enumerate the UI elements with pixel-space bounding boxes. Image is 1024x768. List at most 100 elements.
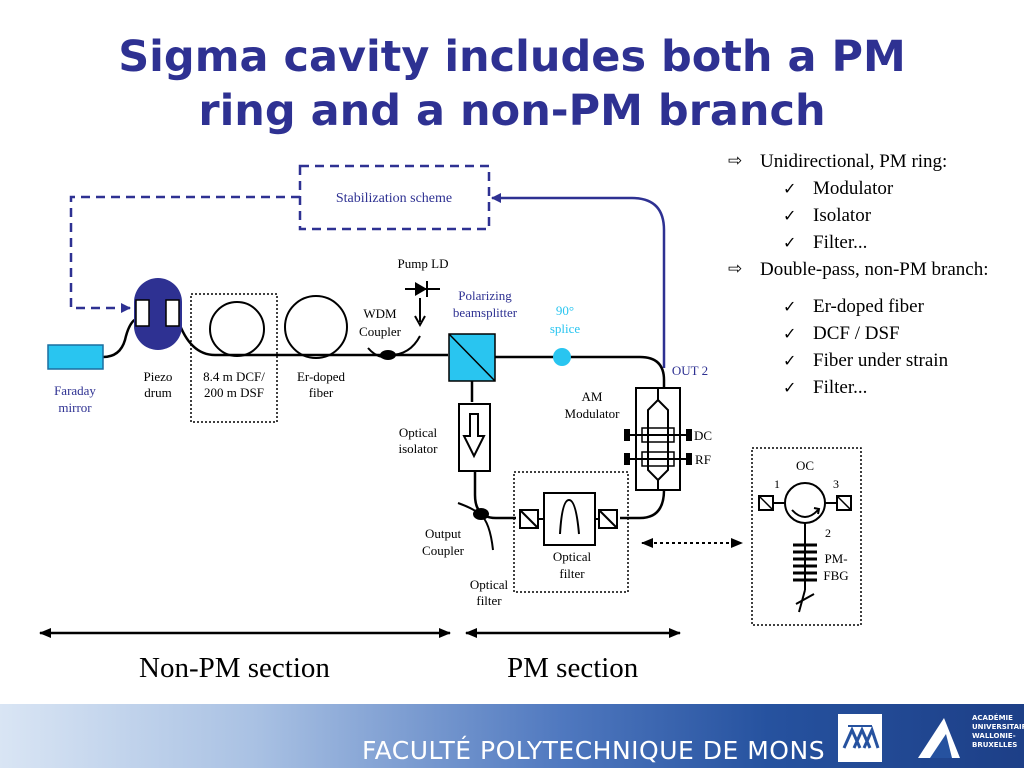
checkmark-icon: ✓ (783, 206, 797, 225)
fiber-pm-right (620, 489, 666, 520)
sub-bullet-strain: ✓Fiber under strain (728, 347, 1018, 374)
isolator-label-1: Optical (399, 425, 438, 440)
dc-connector-right (686, 429, 692, 441)
dcf-label-2: 200 m DSF (204, 385, 264, 400)
checkmark-icon: ✓ (783, 179, 797, 198)
fiber-pm-top (495, 355, 666, 460)
oc-port3-label: 3 (833, 477, 839, 491)
wdm-label-2: Coupler (359, 324, 402, 339)
piezo-drum-label-2: drum (144, 385, 171, 400)
output-coupler (473, 508, 489, 520)
filter-inner-label-1: Optical (553, 549, 592, 564)
circulator-fbg-box (751, 447, 862, 626)
piezo-connector-right (165, 299, 180, 327)
optical-filter-box (513, 471, 629, 593)
dcf-dsf-box (190, 293, 278, 423)
academie-text: ACADÉMIE UNIVERSITAIRE WALLONIE- BRUXELL… (972, 714, 1024, 749)
am-modulator (635, 387, 681, 491)
dc-label: DC (694, 428, 712, 443)
rf-connector-right (686, 453, 692, 465)
circulator-direction-icon (791, 509, 819, 518)
pbs-label-2: beamsplitter (453, 305, 518, 320)
er-doped-fiber-coil (284, 295, 348, 359)
pm-fbg-label-1: PM- (824, 551, 847, 566)
fbg-termination-icon (795, 593, 815, 605)
sub-bullet-isolator: ✓Isolator (728, 202, 1018, 229)
non-pm-section-label: Non-PM section (139, 652, 330, 684)
piezo-drum-label-1: Piezo (144, 369, 173, 384)
sub-bullet-dcf-dsf: ✓DCF / DSF (728, 320, 1018, 347)
bullet-list: ⇨ Unidirectional, PM ring: ✓Modulator ✓I… (728, 148, 1018, 401)
rf-connector-left (624, 453, 630, 465)
pm-fbg-label-2: FBG (823, 568, 848, 583)
faraday-mirror-label-1: Faraday (54, 383, 96, 398)
pump-diode-icon (415, 282, 427, 296)
sub-bullet-modulator: ✓Modulator (728, 175, 1018, 202)
piezo-connector-left (135, 299, 150, 327)
out2-label: OUT 2 (672, 363, 708, 378)
title-line-1: Sigma cavity includes both a PM (118, 32, 906, 82)
oc-port1-diag (758, 495, 774, 511)
sub-bullet-filter: ✓Filter... (728, 229, 1018, 256)
checkmark-icon: ✓ (783, 324, 797, 343)
rf-label: RF (695, 452, 711, 467)
slide-title: Sigma cavity includes both a PM ring and… (0, 30, 1024, 138)
pm-section-label: PM section (507, 652, 639, 684)
dc-connector-left (624, 429, 630, 441)
oc-port2-label: 2 (825, 526, 831, 540)
oc-label: OC (796, 458, 814, 473)
wdm-label-1: WDM (363, 306, 397, 321)
filter-outer-label-1: Optical (470, 577, 509, 592)
faraday-mirror (47, 344, 104, 370)
piezo-drum (134, 278, 182, 350)
faculty-logo (838, 714, 882, 762)
output-coupler-label-2: Coupler (422, 543, 465, 558)
dcf-fiber-coil (209, 301, 265, 357)
pump-ld-label: Pump LD (398, 256, 449, 271)
bullet-item-pm-ring: ⇨ Unidirectional, PM ring: (728, 148, 1018, 175)
pump-arrow-icon (414, 315, 426, 328)
optical-filter (543, 492, 596, 546)
stabilization-scheme-label: Stabilization scheme (336, 191, 452, 206)
pm-fbg-grating (793, 543, 817, 582)
am-mzi-arms (647, 388, 669, 490)
checkmark-icon: ✓ (783, 378, 797, 397)
academie-logo (918, 718, 960, 758)
title-line-2: ring and a non-PM branch (198, 86, 826, 136)
sub-bullet-filter-2: ✓Filter... (728, 374, 1018, 401)
dcf-label-1: 8.4 m DCF/ (203, 369, 265, 384)
splice-label-1: 90° (556, 303, 574, 318)
outlined-arrow-icon: ⇨ (728, 259, 743, 279)
checkmark-icon: ✓ (783, 297, 797, 316)
checkmark-icon: ✓ (783, 351, 797, 370)
filter-port-left-diag (519, 509, 539, 529)
splice-90-icon (553, 348, 571, 366)
splice-label-2: splice (550, 321, 581, 336)
wdm-coupler (380, 350, 396, 360)
circulator-arrow-icon (813, 507, 821, 515)
isolator-label-2: isolator (399, 441, 439, 456)
am-label-2: Modulator (565, 406, 621, 421)
filter-inner-label-2: filter (559, 566, 585, 581)
er-fiber-label-2: fiber (309, 385, 334, 400)
faraday-mirror-label-2: mirror (58, 400, 92, 415)
stabilization-input-line (491, 193, 666, 368)
am-label-1: AM (582, 389, 603, 404)
stabilization-feedback-line (69, 195, 300, 313)
pbs-diagonal (448, 333, 496, 382)
filter-port-right-diag (598, 509, 618, 529)
oc-port1-label: 1 (774, 477, 780, 491)
filter-passband-icon (559, 498, 580, 535)
checkmark-icon: ✓ (783, 233, 797, 252)
bullet-item-non-pm-branch: ⇨ Double-pass, non-PM branch: (728, 256, 1018, 283)
output-coupler-label-1: Output (425, 526, 462, 541)
faculty-name: FACULTÉ POLYTECHNIQUE DE MONS (362, 736, 826, 765)
oc-port3-diag (836, 495, 852, 511)
er-fiber-label-1: Er-doped (297, 369, 346, 384)
sub-bullet-er-fiber: ✓Er-doped fiber (728, 293, 1018, 320)
isolator-arrow-icon (462, 413, 486, 459)
outlined-arrow-icon: ⇨ (728, 151, 743, 171)
pbs-label-1: Polarizing (458, 288, 512, 303)
filter-outer-label-2: filter (476, 593, 502, 608)
